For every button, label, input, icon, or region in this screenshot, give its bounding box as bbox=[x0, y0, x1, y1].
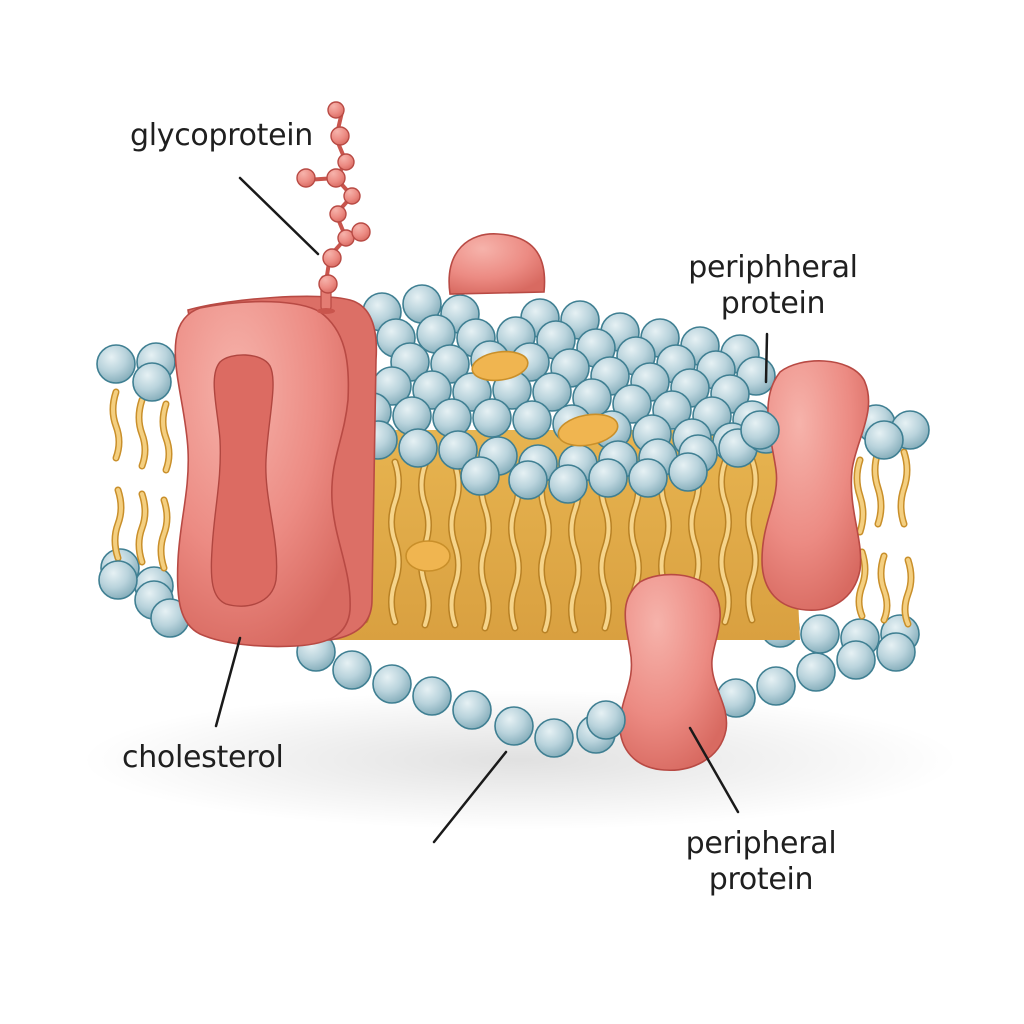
leader-lines bbox=[214, 176, 769, 844]
label-peripheral-protein-bottom: peripheral protein bbox=[676, 826, 846, 898]
label-line-1: periphheral bbox=[688, 250, 858, 285]
right-peripheral-protein bbox=[761, 360, 870, 611]
leader-line-cholesterol bbox=[214, 636, 242, 728]
left-transmembrane-protein bbox=[174, 275, 378, 648]
label-line-1: peripheral bbox=[685, 826, 837, 861]
leader-line-peripheral-bottom bbox=[688, 726, 740, 814]
label-glycoprotein: glycoprotein bbox=[130, 118, 314, 153]
label-line-2: protein bbox=[720, 286, 826, 321]
label-line-2: protein bbox=[708, 862, 814, 897]
glycoprotein-sugars bbox=[296, 101, 371, 294]
cholesterol-inclusion bbox=[557, 413, 619, 447]
leader-line-phospholipid bbox=[432, 750, 508, 844]
right-bilayer-section bbox=[853, 404, 930, 628]
head-overlap bbox=[740, 410, 780, 450]
cholesterol-inclusion bbox=[471, 350, 529, 382]
left-bilayer-section bbox=[96, 342, 176, 620]
label-peripheral-protein-top: periphheral protein bbox=[678, 250, 868, 322]
bottom-peripheral-protein bbox=[619, 573, 728, 771]
top-peripheral-protein bbox=[448, 233, 546, 295]
label-cholesterol: cholesterol bbox=[122, 740, 284, 775]
leader-line-glycoprotein bbox=[238, 176, 320, 256]
head-overlap bbox=[586, 700, 626, 740]
leader-line-peripheral-top bbox=[764, 332, 769, 384]
ground-shadow bbox=[80, 690, 960, 830]
cholesterol-inclusion bbox=[405, 540, 451, 572]
